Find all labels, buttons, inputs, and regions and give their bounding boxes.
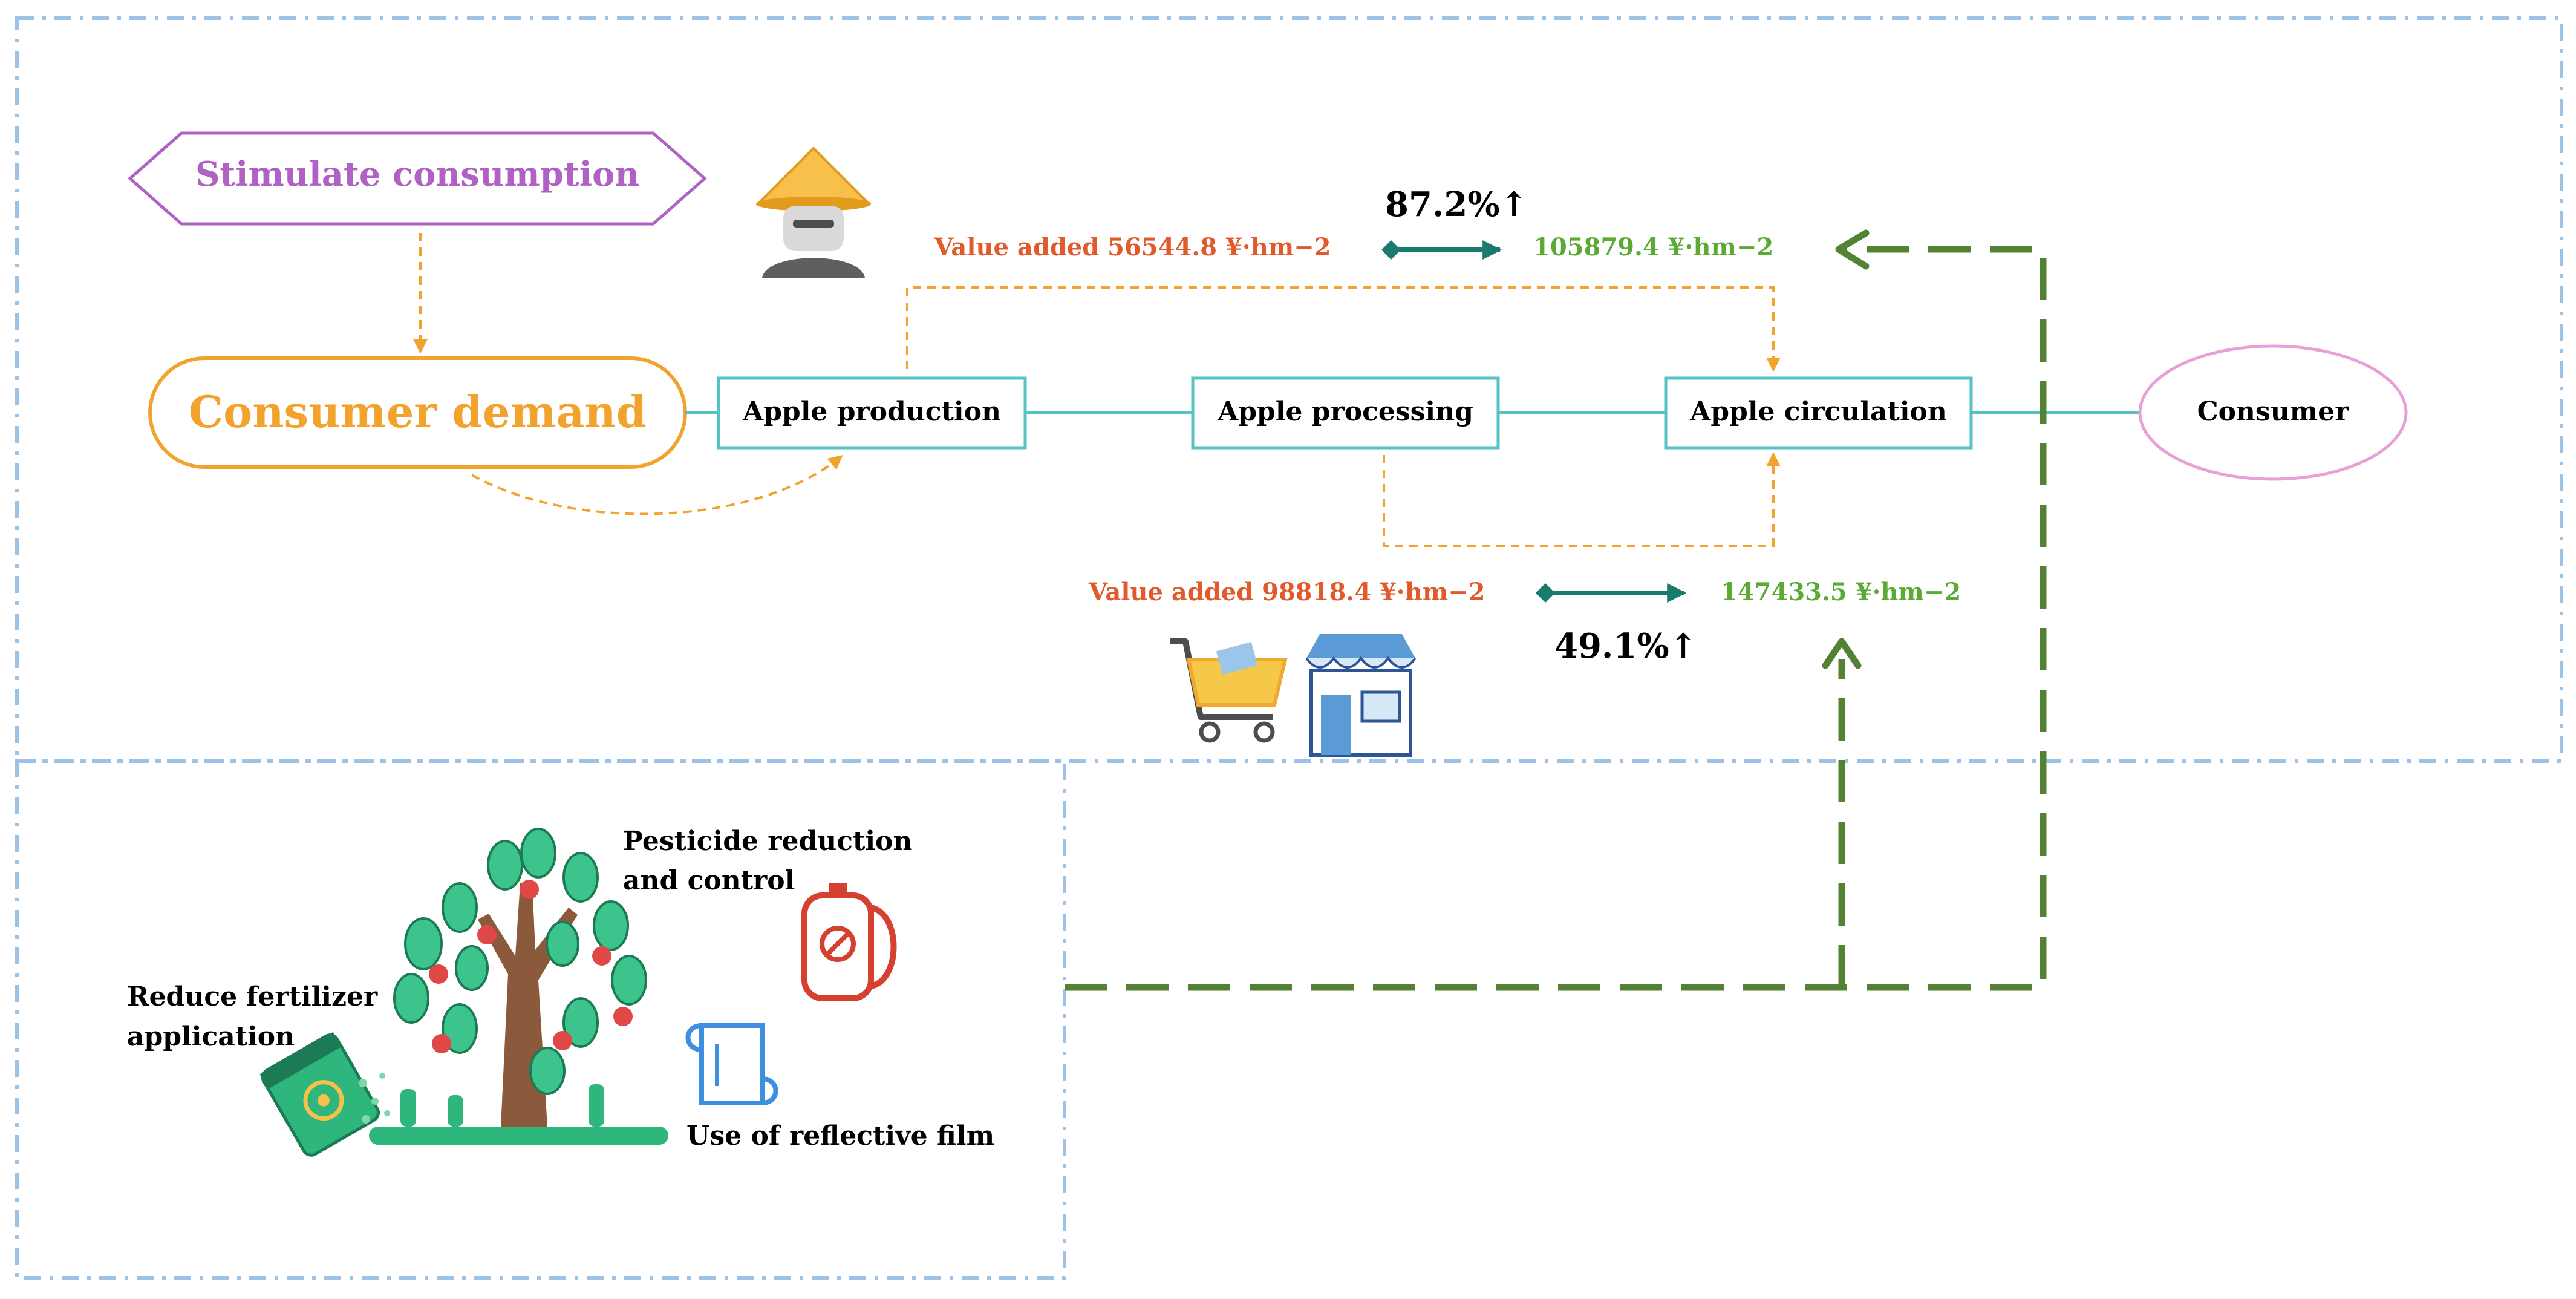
fertilizer-label-line1: Reduce fertilizer	[127, 981, 378, 1012]
consumer-ellipse	[2138, 344, 2408, 481]
processing-to-circulation-arrow	[1383, 452, 1781, 547]
apple-production-box	[717, 376, 1027, 450]
pesticide-label-line1: Pesticide reduction	[623, 826, 913, 857]
store-icon	[1305, 634, 1417, 757]
bottom-value-added-label: Value added 98818.4 ¥·hm−2	[1089, 578, 1485, 606]
apple-tree-icon	[369, 828, 668, 1145]
demand-to-production-arrow	[471, 454, 843, 515]
top-feedback-arrowhead	[1835, 229, 1870, 270]
bottom-percent-label: 49.1%↑	[1554, 626, 1698, 666]
apple-processing-box	[1191, 376, 1500, 450]
reflective-film-label: Use of reflective film	[686, 1121, 995, 1151]
consumer-demand-label: Consumer demand	[188, 386, 647, 437]
fertilizer-granules	[359, 1073, 390, 1124]
fertilizer-label-line2: application	[127, 1021, 295, 1052]
apple-production-label: Apple production	[743, 396, 1001, 427]
apple-circulation-box	[1664, 376, 1973, 450]
bottom-feedback-arrowhead	[1822, 638, 1862, 669]
sprayer-icon	[801, 883, 897, 1001]
lower-region-border	[15, 759, 1066, 1280]
apple-processing-label: Apple processing	[1218, 396, 1473, 427]
pesticide-label-line2: and control	[623, 865, 795, 896]
top-percent-label: 87.2%↑	[1385, 185, 1528, 224]
consumer-label: Consumer	[2197, 396, 2349, 427]
reflective-film-icon	[685, 1023, 778, 1105]
production-to-circulation-arrow	[906, 286, 1781, 372]
apple-circulation-label: Apple circulation	[1690, 396, 1947, 427]
green-practice-feedback-path	[1065, 246, 2047, 991]
bottom-value-result-label: 147433.5 ¥·hm−2	[1721, 578, 1961, 606]
fertilizer-bag-icon	[259, 1032, 380, 1157]
top-value-result-label: 105879.4 ¥·hm−2	[1533, 233, 1774, 261]
upper-region-border	[15, 16, 2563, 763]
stimulate-consumption-hexagon	[128, 131, 707, 226]
top-value-added-label: Value added 56544.8 ¥·hm−2	[934, 233, 1331, 261]
shopping-cart-icon	[1170, 638, 1288, 743]
farmer-icon	[756, 146, 871, 278]
stimulate-consumption-label: Stimulate consumption	[195, 154, 640, 194]
